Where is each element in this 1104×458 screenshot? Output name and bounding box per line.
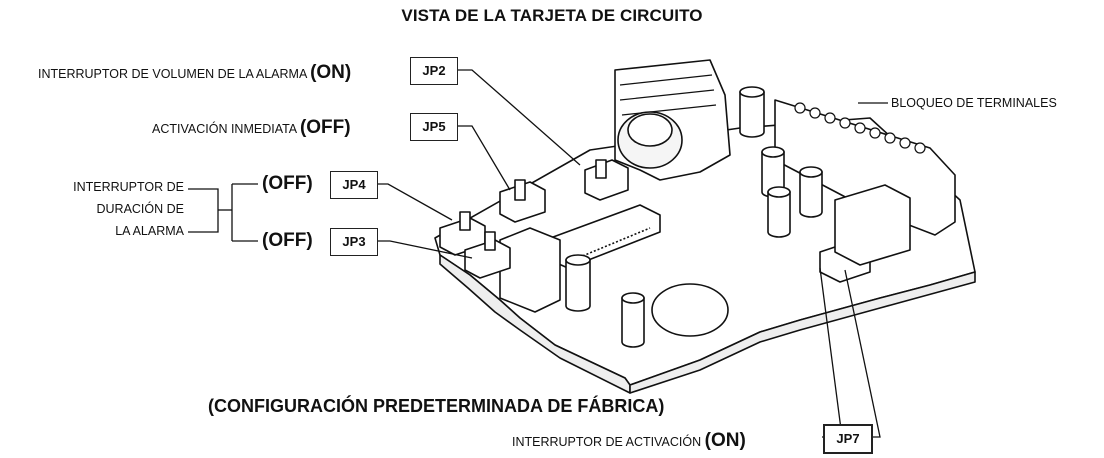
jp3-state: (OFF)	[262, 230, 313, 251]
page-title: VISTA DE LA TARJETA DE CIRCUITO	[401, 6, 703, 25]
relay	[499, 227, 561, 313]
label-activacion: INTERRUPTOR DE ACTIVACIÓN (ON)	[512, 430, 746, 452]
label-volumen: INTERRUPTOR DE VOLUMEN DE LA ALARMA (ON)	[38, 62, 351, 84]
footer-note: (CONFIGURACIÓN PREDETERMINADA DE FÁBRICA…	[208, 396, 665, 416]
label-inmediata-state: (OFF)	[299, 117, 351, 138]
jumper-label-jp2: JP2	[410, 57, 458, 85]
jumper-label-jp5: JP5	[410, 113, 458, 141]
mounting-hole	[651, 283, 729, 337]
label-duracion: INTERRUPTOR DE DURACIÓN DE LA ALARMA	[40, 176, 184, 242]
label-inmediata: ACTIVACIÓN INMEDIATA (OFF)	[152, 117, 351, 139]
jumper-block-jp5	[499, 181, 546, 223]
label-duracion-line3: LA ALARMA	[115, 224, 184, 238]
jp4-state: (OFF)	[262, 173, 313, 194]
jumper-label-jp4: JP4	[330, 171, 378, 199]
label-terminales: BLOQUEO DE TERMINALES	[891, 96, 1057, 110]
label-volumen-state: (ON)	[310, 62, 352, 83]
jumper-label-jp3: JP3	[330, 228, 378, 256]
label-volumen-text: INTERRUPTOR DE VOLUMEN DE LA ALARMA	[38, 67, 307, 81]
label-activacion-state: (ON)	[704, 430, 746, 451]
chip-small	[834, 184, 911, 266]
label-duracion-line2: DURACIÓN DE	[96, 202, 184, 216]
label-duracion-line1: INTERRUPTOR DE	[73, 180, 184, 194]
jumper-label-jp7: JP7	[823, 424, 873, 454]
capacitors	[565, 86, 823, 348]
label-activacion-text: INTERRUPTOR DE ACTIVACIÓN	[512, 435, 702, 449]
label-inmediata-text: ACTIVACIÓN INMEDIATA	[152, 122, 297, 136]
